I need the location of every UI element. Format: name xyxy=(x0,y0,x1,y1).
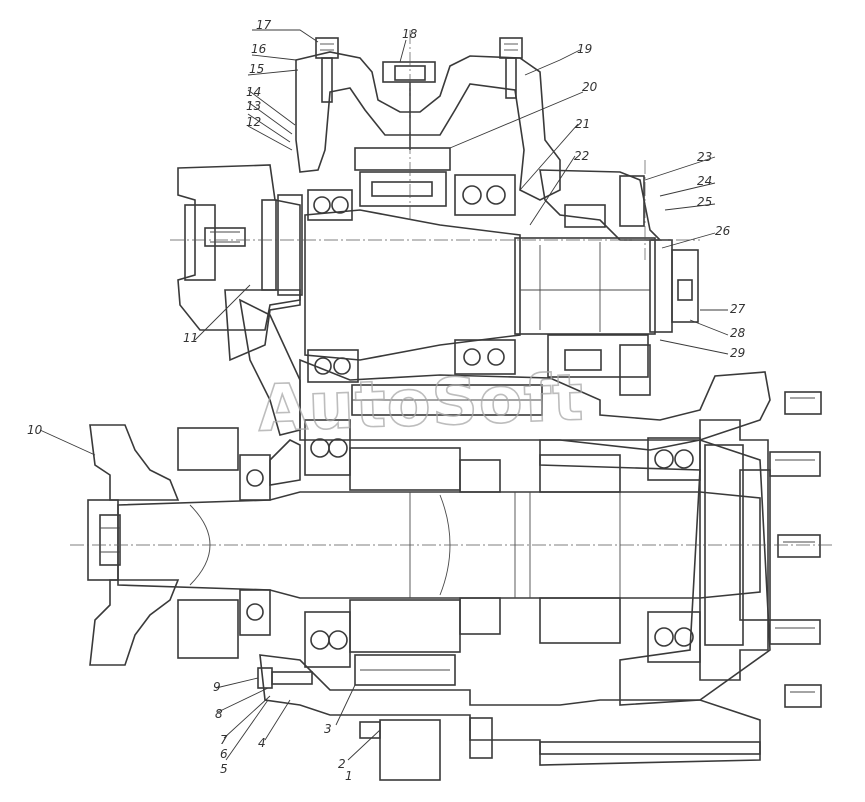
callout-29: 29 xyxy=(730,346,745,360)
callout-13: 13 xyxy=(246,99,261,113)
callout-21: 21 xyxy=(575,117,590,131)
leader-lines xyxy=(39,29,729,761)
input-flange-10 xyxy=(87,424,239,666)
callout-8: 8 xyxy=(215,707,223,721)
rear-bearing xyxy=(647,437,701,663)
callout-7: 7 xyxy=(220,733,228,747)
callout-5: 5 xyxy=(220,762,228,776)
callout-18: 18 xyxy=(402,27,418,41)
watermark: AutoSoft xyxy=(257,361,586,446)
callout-4: 4 xyxy=(258,736,266,750)
callout-1: 1 xyxy=(345,769,353,783)
callout-10: 10 xyxy=(27,423,43,437)
callout-16: 16 xyxy=(251,42,267,56)
main-housing xyxy=(259,358,771,766)
upper-left-bearing xyxy=(307,189,353,221)
callout-20: 20 xyxy=(582,80,598,94)
callout-19: 19 xyxy=(577,42,592,56)
left-upper-flange xyxy=(177,164,303,362)
middle-bearing xyxy=(304,419,351,668)
callout-12: 12 xyxy=(246,115,261,129)
top-bolt-right xyxy=(499,37,523,99)
bottom-bolts xyxy=(257,667,761,781)
center-lines xyxy=(70,30,835,546)
callout-labels: 17 18 16 15 14 13 12 19 20 21 22 23 24 2… xyxy=(27,18,746,783)
callout-27: 27 xyxy=(730,302,746,316)
callout-14: 14 xyxy=(246,85,261,99)
main-shaft-gears xyxy=(349,447,621,686)
callout-6: 6 xyxy=(220,747,228,761)
top-bolt-left xyxy=(315,37,339,103)
intermediate-shaft xyxy=(304,209,699,361)
front-bearing xyxy=(239,454,271,636)
callout-25: 25 xyxy=(697,195,712,209)
upper-drive-gear xyxy=(354,147,451,207)
callout-2: 2 xyxy=(338,757,346,771)
callout-9: 9 xyxy=(213,680,221,694)
callout-26: 26 xyxy=(715,224,731,238)
callout-3: 3 xyxy=(324,722,332,736)
right-studs xyxy=(769,391,822,708)
left-housing-web xyxy=(238,298,301,436)
callout-11: 11 xyxy=(183,331,198,345)
upper-right-bearing xyxy=(454,174,516,216)
callout-23: 23 xyxy=(697,150,712,164)
callout-15: 15 xyxy=(249,62,264,76)
callout-22: 22 xyxy=(574,149,589,163)
upper-housing xyxy=(295,51,561,201)
callout-17: 17 xyxy=(256,18,272,32)
callout-28: 28 xyxy=(730,326,746,340)
callout-24: 24 xyxy=(697,174,712,188)
